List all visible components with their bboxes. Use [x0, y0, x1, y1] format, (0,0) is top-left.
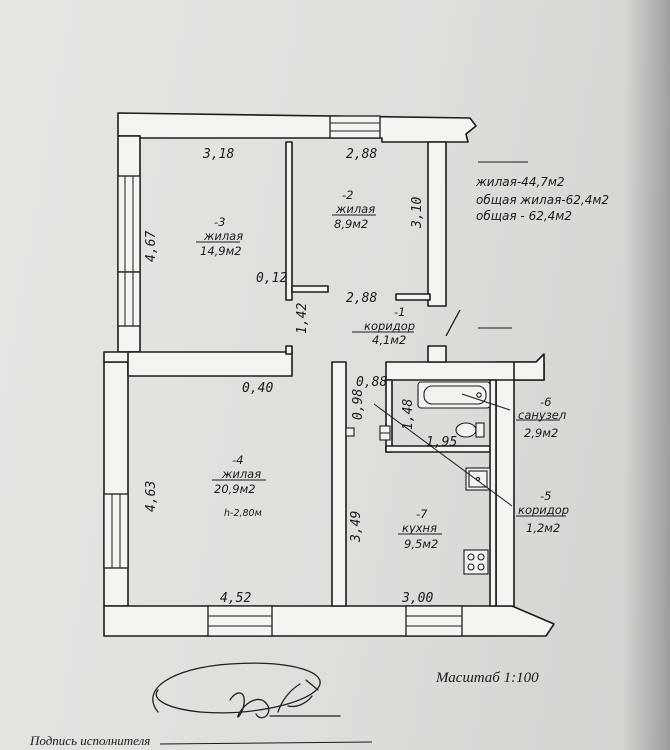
room-7-type: кухня — [402, 521, 437, 535]
kitchen-fixtures — [345, 427, 491, 575]
signature-drawing — [152, 662, 341, 719]
dim-4-63: 4,63 — [144, 481, 159, 512]
dim-0-88: 0,88 — [356, 375, 387, 390]
dim-2-88-top: 2,88 — [346, 147, 377, 162]
partition-bath-left — [385, 379, 393, 453]
dim-3-18: 3,18 — [202, 147, 234, 162]
room-4: -4 жилая 20,9м2 h-2,80м — [214, 453, 262, 519]
partition-3-4 — [127, 351, 293, 377]
dim-3-00: 3,00 — [401, 591, 433, 606]
partition-2-bottom — [291, 285, 329, 293]
wall-right-ext — [513, 353, 545, 381]
windows — [103, 115, 463, 637]
signature-label: Подпись исполнителя — [29, 733, 150, 748]
room-3-type: жилая — [203, 229, 243, 243]
sink-icon — [379, 425, 391, 441]
dim-4-52: 4,52 — [220, 591, 251, 606]
room-3-number: -3 — [214, 215, 225, 229]
room-7-number: -7 — [416, 507, 428, 521]
bathroom-fixtures — [379, 381, 491, 441]
room-1-area: 4,1м2 — [372, 333, 406, 347]
window-left-upper-1 — [117, 175, 141, 273]
dim-1-42: 1,42 — [295, 303, 310, 334]
partition-stub — [285, 345, 293, 355]
room-4-number: -4 — [232, 453, 243, 467]
wall-right-lower — [495, 361, 515, 607]
summary-total: общая - 62,4м2 — [476, 209, 572, 223]
room-6: -6 санузел 2,9м2 — [518, 395, 567, 440]
dim-2-88-mid: 2,88 — [346, 291, 377, 306]
room-3-area: 14,9м2 — [200, 244, 242, 258]
dim-1-95: 1,95 — [426, 435, 457, 450]
room-5-number: -5 — [540, 489, 551, 503]
summary-living: жилая-44,7м2 — [475, 175, 565, 189]
area-summary: жилая-44,7м2 общая жилая-62,4м2 общая - … — [475, 175, 609, 223]
room-6-area: 2,9м2 — [524, 426, 558, 440]
dim-1-48: 1,48 — [401, 399, 416, 430]
room-1: -1 коридор 4,1м2 — [364, 305, 415, 347]
room-6-number: -6 — [540, 395, 551, 409]
window-left-upper-2 — [117, 271, 141, 327]
room-1-number: -1 — [394, 305, 405, 319]
room-7-area: 9,5м2 — [404, 537, 438, 551]
signature-line — [159, 741, 373, 745]
window-top — [329, 115, 381, 139]
room-2-area: 8,9м2 — [334, 217, 368, 231]
entry-door-line — [445, 309, 461, 337]
room-5-area: 1,2м2 — [526, 521, 560, 535]
dim-0-12: 0,12 — [256, 271, 287, 286]
partitions — [127, 141, 497, 607]
window-bottom-right — [405, 605, 463, 637]
stove-icon — [463, 549, 489, 575]
room-1-type: коридор — [364, 319, 415, 333]
dim-0-98: 0,98 — [351, 389, 366, 420]
partition-4-7 — [331, 361, 347, 607]
wall-entry-block — [427, 345, 447, 363]
leader-lines — [196, 161, 566, 535]
scale-label: Масштаб 1:100 — [435, 670, 539, 686]
dim-3-10: 3,10 — [410, 197, 425, 229]
room-7: -7 кухня 9,5м2 — [402, 507, 438, 551]
wall-right-upper — [427, 141, 447, 307]
wall-left-lower — [103, 361, 129, 607]
toilet-icon — [455, 422, 485, 438]
leader-room-5 — [373, 403, 513, 507]
room-3: -3 жилая 14,9м2 — [200, 215, 243, 258]
dimensions: 3,18 2,88 3,10 4,67 0,12 2,88 1,42 0,40 … — [144, 147, 457, 606]
leader-room-6 — [461, 393, 511, 411]
wall-socket-icon — [345, 427, 355, 437]
window-bottom-left — [207, 605, 273, 637]
partition-3-2 — [285, 141, 293, 301]
summary-total-living: общая жилая-62,4м2 — [476, 193, 609, 207]
partition-kitchen-right — [489, 379, 497, 607]
wall-bottom — [103, 605, 555, 637]
partition-2-bottom-r — [395, 293, 431, 301]
room-2: -2 жилая 8,9м2 — [334, 188, 375, 231]
room-2-number: -2 — [342, 188, 353, 202]
room-5: -5 коридор 1,2м2 — [518, 489, 569, 535]
dim-3-49: 3,49 — [349, 511, 364, 543]
room-5-type: коридор — [518, 503, 569, 517]
room-4-area: 20,9м2 — [214, 482, 256, 496]
room-6-type: санузел — [518, 408, 567, 422]
room-4-height: h-2,80м — [224, 508, 262, 519]
room-4-type: жилая — [221, 467, 261, 481]
dim-4-67: 4,67 — [144, 231, 159, 262]
room-2-type: жилая — [335, 202, 375, 216]
wall-top — [117, 112, 477, 143]
window-left-lower — [103, 493, 129, 569]
dim-0-40: 0,40 — [242, 381, 273, 396]
